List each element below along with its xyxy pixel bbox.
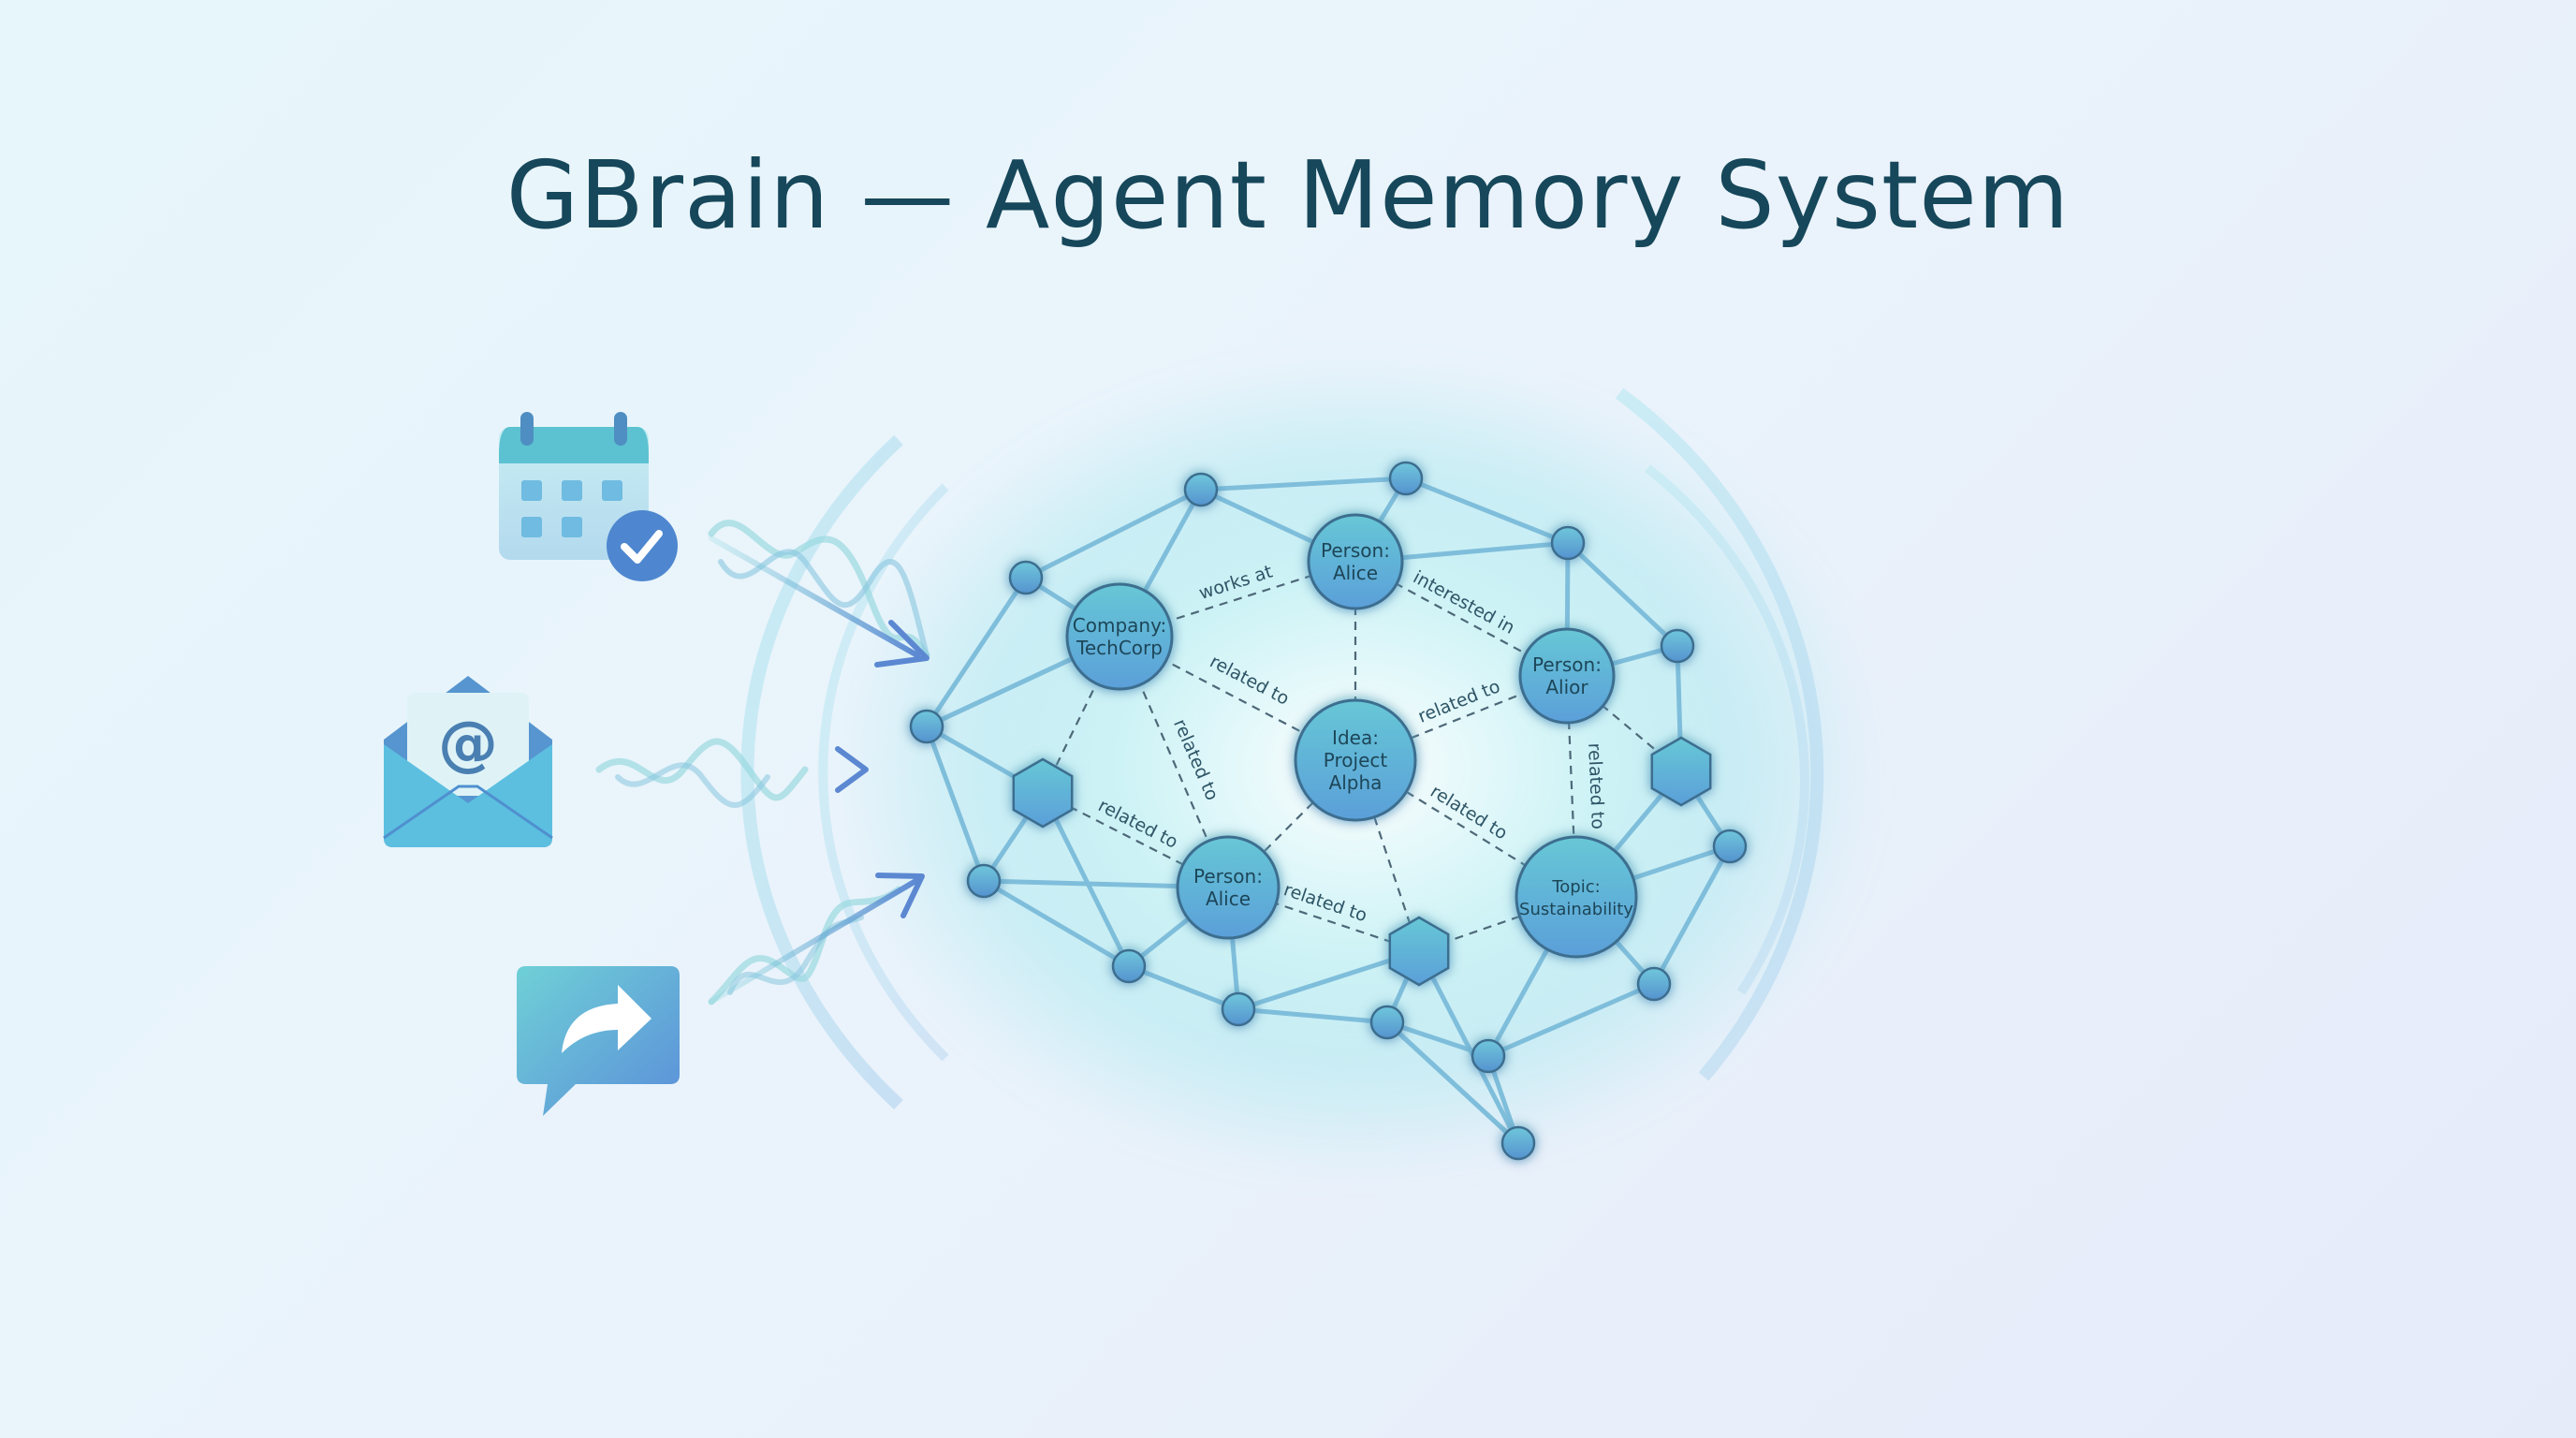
entity-label: Alice — [1333, 562, 1378, 584]
network-edge — [1040, 790, 1132, 969]
small-node — [1183, 472, 1219, 507]
entity-label: Idea: — [1332, 726, 1379, 749]
small-node — [1712, 829, 1748, 864]
hex-node — [1650, 736, 1712, 807]
entity-node-techcorp: Company:TechCorp — [1065, 582, 1174, 691]
network-edge — [1384, 1020, 1491, 1059]
small-node — [1221, 991, 1256, 1027]
network-edge — [1651, 844, 1733, 987]
network-edge — [1384, 1020, 1521, 1146]
entity-node-alior: Person:Alior — [1518, 627, 1616, 725]
entity-node-alice-top: Person:Alice — [1307, 513, 1404, 610]
entity-label: Alpha — [1329, 771, 1383, 794]
chat-share-icon — [517, 966, 680, 1116]
relation-edge — [1119, 560, 1356, 638]
entity-label: Person: — [1321, 539, 1390, 562]
calendar-stream — [708, 520, 930, 668]
entity-circle — [1307, 513, 1404, 610]
svg-text:@: @ — [438, 710, 498, 779]
entity-label: Company: — [1073, 614, 1166, 637]
network-edge — [981, 878, 1132, 969]
hex-node — [1388, 916, 1450, 987]
network-edge — [1236, 1006, 1390, 1025]
entity-circle — [1176, 835, 1281, 940]
network-edge — [1486, 981, 1657, 1059]
small-node — [1636, 966, 1672, 1002]
network-edge — [924, 575, 1029, 729]
entity-circle — [1515, 835, 1638, 959]
entity-label: Person: — [1532, 653, 1602, 676]
entity-label: Alior — [1545, 676, 1588, 698]
small-nodes — [909, 461, 1748, 1161]
input-streams — [595, 520, 930, 1005]
small-node — [1660, 628, 1695, 664]
small-node — [1111, 948, 1147, 984]
email-at-icon: @ — [383, 676, 553, 847]
chat-stream — [708, 873, 925, 1005]
calendar-check-icon — [499, 412, 678, 581]
small-node — [1550, 525, 1586, 561]
network-edge — [1126, 963, 1241, 1012]
entity-circle — [1518, 627, 1616, 725]
small-node — [1369, 1005, 1405, 1040]
entity-label: Person: — [1193, 865, 1263, 888]
entity-circle — [1065, 582, 1174, 691]
small-node — [909, 709, 944, 744]
small-node — [1388, 461, 1424, 496]
relation-label: related to — [1584, 742, 1608, 829]
entity-nodes: Company:TechCorpPerson:AlicePerson:Alior… — [1065, 513, 1638, 959]
entity-node-sustainability: Topic: Sustainability — [1515, 835, 1638, 959]
email-stream — [595, 738, 869, 808]
small-node — [966, 863, 1002, 899]
entity-label: TechCorp — [1076, 637, 1163, 659]
small-node — [1500, 1125, 1536, 1161]
entity-label: Project — [1324, 749, 1388, 771]
small-node — [1008, 560, 1044, 595]
entity-label: Topic: — [1551, 877, 1600, 897]
entity-label: Alice — [1206, 888, 1251, 910]
entity-label: Sustainability — [1519, 900, 1633, 919]
hex-node — [1012, 757, 1074, 829]
network-edge — [924, 724, 987, 884]
entity-node-alice-bottom: Person:Alice — [1176, 835, 1281, 940]
entity-circle — [1294, 698, 1417, 822]
network-edge — [1023, 487, 1204, 580]
network-edge — [1198, 476, 1409, 492]
relation-edge — [1042, 792, 1229, 888]
network-edge — [1565, 540, 1680, 649]
small-node — [1471, 1038, 1506, 1074]
network-edge — [1403, 476, 1571, 546]
page-title: GBrain — Agent Memory System — [505, 140, 2071, 250]
